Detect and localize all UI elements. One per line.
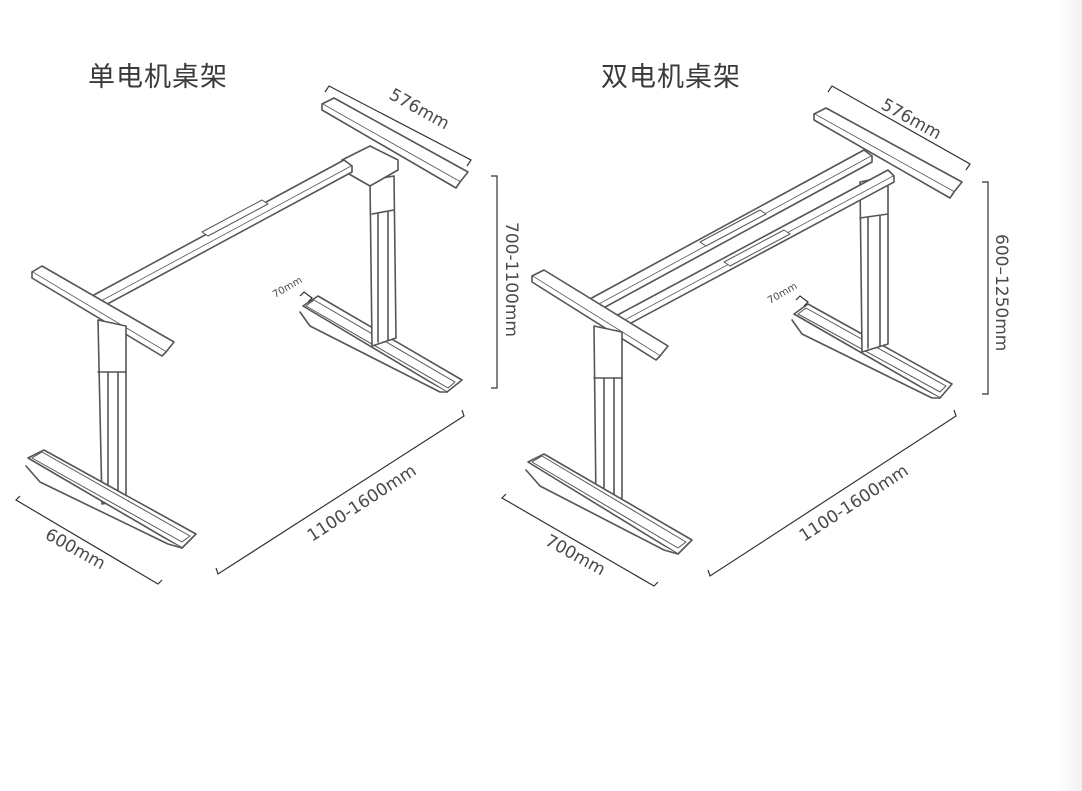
top-width-label: 576mm	[878, 95, 945, 144]
panel-dual-motor-title: 双电机桌架	[601, 62, 741, 93]
panel-single-motor-title: 单电机桌架	[88, 62, 228, 93]
front-column	[97, 319, 127, 505]
desk-frame-diagrams: 576mm 700-1100mm 70mm 1100-1600mm 600mm …	[15, 85, 1011, 587]
height-dim-line	[982, 181, 989, 395]
back-column	[369, 175, 397, 347]
front-top-bracket	[531, 269, 669, 361]
height-dim-line	[491, 175, 498, 389]
length-dim-line	[707, 409, 957, 577]
depth-dim-line	[501, 493, 659, 587]
length-dim-line	[215, 409, 465, 575]
foot-width-dim-line	[795, 295, 809, 307]
foot-width-label: 70mm	[766, 281, 799, 307]
dual-motor-frame	[525, 107, 963, 555]
back-column	[859, 175, 889, 353]
crossbeam-upper	[587, 149, 873, 313]
front-column	[593, 325, 623, 503]
height-range-label: 600–1250mm	[991, 234, 1011, 351]
foot-width-label: 70mm	[271, 275, 304, 301]
depth-dim-line	[15, 495, 163, 585]
single-motor-frame	[25, 97, 469, 549]
depth-label: 700mm	[542, 531, 609, 580]
top-width-dim-line	[324, 85, 472, 167]
front-foot	[525, 453, 693, 555]
top-width-dim-line	[827, 85, 971, 171]
front-top-bracket	[31, 265, 175, 357]
page-edge-shadow	[1056, 0, 1082, 791]
front-foot	[25, 449, 197, 549]
height-range-label: 700-1100mm	[501, 222, 521, 337]
back-top-bracket	[321, 97, 469, 189]
crossbeam	[91, 159, 353, 309]
crossbeam-lower	[611, 169, 895, 331]
length-range-label: 1100-1600mm	[796, 461, 912, 546]
top-width-label: 576mm	[386, 85, 453, 134]
back-foot	[791, 303, 953, 399]
back-foot	[299, 295, 463, 393]
back-top-bracket	[813, 107, 963, 199]
foot-width-dim-line	[299, 291, 313, 303]
length-range-label: 1100-1600mm	[304, 461, 420, 546]
